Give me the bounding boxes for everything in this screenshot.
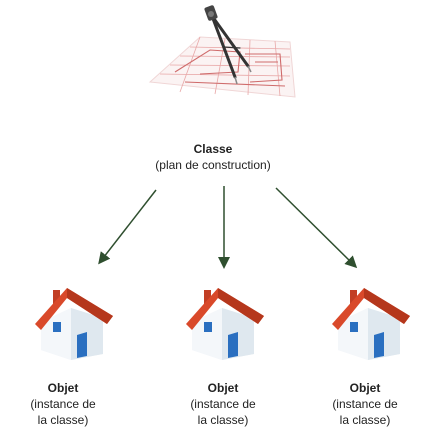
object-line1: (instance de <box>30 397 96 411</box>
object-title: Objet <box>349 381 381 395</box>
object-label-right: Objet (instance de la classe) <box>310 380 420 428</box>
house-icon <box>186 288 264 360</box>
object-title: Objet <box>47 381 79 395</box>
object-title: Objet <box>207 381 239 395</box>
object-line2: la classe) <box>37 413 89 427</box>
class-subtitle: (plan de construction) <box>155 158 271 172</box>
object-line2: la classe) <box>339 413 391 427</box>
object-label-left: Objet (instance de la classe) <box>8 380 118 428</box>
object-line1: (instance de <box>190 397 256 411</box>
object-line1: (instance de <box>332 397 398 411</box>
house-icon <box>35 288 113 360</box>
object-line2: la classe) <box>197 413 249 427</box>
arrow-right <box>275 187 358 269</box>
class-title: Classe <box>193 142 233 156</box>
class-label: Classe (plan de construction) <box>113 141 313 173</box>
house-icon <box>332 288 410 360</box>
blueprint-compass-icon <box>148 5 296 98</box>
object-label-center: Objet (instance de la classe) <box>168 380 278 428</box>
arrow-left <box>98 189 157 265</box>
